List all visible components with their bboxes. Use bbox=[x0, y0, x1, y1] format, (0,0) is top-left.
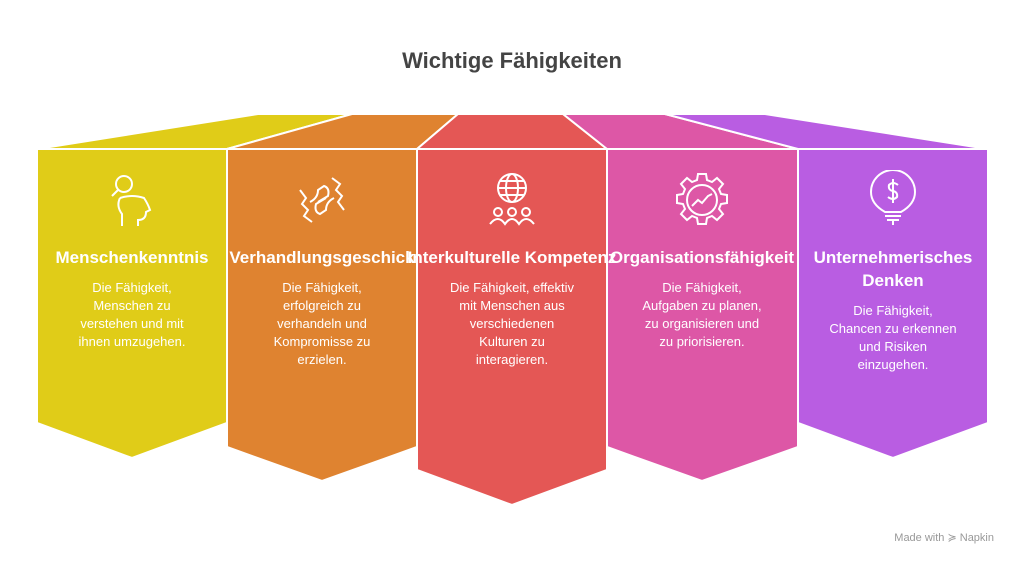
column-4 bbox=[606, 148, 799, 483]
skill-card-1: Menschenkenntnis Die Fähigkeit, Menschen… bbox=[37, 170, 227, 351]
head-search-icon bbox=[37, 170, 227, 232]
skill-heading: Interkulturelle Kompetenz bbox=[407, 248, 617, 267]
handshake-icon bbox=[227, 170, 417, 232]
skill-heading: Menschenkenntnis bbox=[55, 248, 209, 267]
skill-card-3: Interkulturelle Kompetenz Die Fähigkeit,… bbox=[408, 170, 616, 369]
column-5 bbox=[797, 148, 989, 460]
column-3 bbox=[416, 148, 608, 507]
skill-description: Die Fähigkeit, Chancen zu erkennen und R… bbox=[829, 303, 957, 372]
lightbulb-dollar-icon bbox=[798, 170, 988, 232]
globe-people-icon bbox=[417, 170, 607, 232]
skill-description: Die Fähigkeit, erfolgreich zu verhandeln… bbox=[273, 280, 371, 367]
napkin-watermark: Made with ≽ Napkin bbox=[894, 532, 994, 544]
column-2 bbox=[226, 148, 418, 483]
skill-card-2: Verhandlungsgeschick Die Fähigkeit, erfo… bbox=[227, 170, 417, 369]
page-title: Wichtige Fähigkeiten bbox=[402, 48, 622, 73]
column-1 bbox=[36, 148, 228, 460]
skill-card-5: Unternehmerisches Denken Die Fähigkeit, … bbox=[798, 170, 988, 374]
skill-description: Die Fähigkeit, Menschen zu verstehen und… bbox=[78, 280, 186, 349]
skill-description: Die Fähigkeit, Aufgaben zu planen, zu or… bbox=[642, 280, 762, 349]
gear-chart-icon bbox=[607, 170, 797, 232]
skill-heading: Verhandlungsgeschick bbox=[229, 248, 415, 267]
skill-description: Die Fähigkeit, effektiv mit Menschen aus… bbox=[449, 280, 575, 367]
skill-card-4: Organisationsfähigkeit Die Fähigkeit, Au… bbox=[607, 170, 797, 351]
skill-heading: Organisationsfähigkeit bbox=[609, 248, 795, 267]
skill-heading: Unternehmerisches Denken bbox=[813, 248, 973, 290]
